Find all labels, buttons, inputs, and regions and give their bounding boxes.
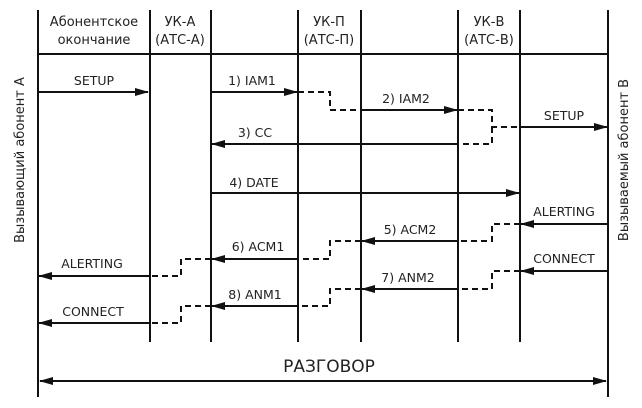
message-label-connect-b: CONNECT [533, 251, 595, 266]
message-label-acm1: 6) ACM1 [232, 239, 285, 254]
side-label-callee-b: Вызываемый абонент В [617, 79, 632, 241]
lifelines [37, 10, 609, 397]
column-header-subscriber-termination-line1: Абонентское [50, 15, 138, 30]
message-label-iam1: 1) IAM1 [228, 73, 276, 88]
relay-acm2-acm1 [298, 240, 361, 260]
relay-iam2-setup [458, 109, 520, 128]
column-header-uk-b-line1: УК-В [474, 15, 505, 30]
message-label-alerting-b: ALERTING [533, 204, 595, 219]
side-label-caller-a: Вызывающий абонент А [13, 77, 28, 243]
relay-iam1-iam2 [298, 91, 361, 111]
message-label-setup-b: SETUP [544, 108, 585, 123]
relay-anm2-anm1 [298, 288, 361, 307]
message-label-connect-a: CONNECT [62, 304, 124, 319]
message-label-anm2: 7) ANM2 [381, 270, 434, 285]
column-header-uk-b-line2: (АТС-В) [464, 33, 514, 48]
message-label-anm1: 8) ANM1 [228, 287, 281, 302]
relay-cc [458, 127, 493, 145]
column-header-uk-a-line1: УК-А [165, 15, 196, 30]
relay-acm1-alerting [150, 258, 211, 277]
column-header-uk-p-line2: (АТС-П) [304, 33, 355, 48]
message-label-setup-a: SETUP [74, 73, 115, 88]
relay-connect-anm2 [458, 270, 520, 290]
column-header-subscriber-termination-line2: окончание [58, 33, 131, 48]
relay-connectors [150, 91, 520, 324]
message-label-date: 4) DATE [229, 175, 278, 190]
relay-anm1-connect [150, 305, 211, 324]
column-header-uk-a-line2: (АТС-А) [155, 33, 205, 48]
conversation-label: РАЗГОВОР [283, 357, 375, 377]
message-label-cc: 3) CC [238, 125, 273, 140]
column-header-uk-p-line1: УК-П [313, 15, 345, 30]
message-label-alerting-a: ALERTING [61, 256, 123, 271]
message-arrows [38, 88, 608, 327]
message-label-acm2: 5) ACM2 [384, 222, 437, 237]
message-label-iam2: 2) IAM2 [382, 91, 430, 106]
relay-alerting-acm2 [458, 223, 520, 242]
